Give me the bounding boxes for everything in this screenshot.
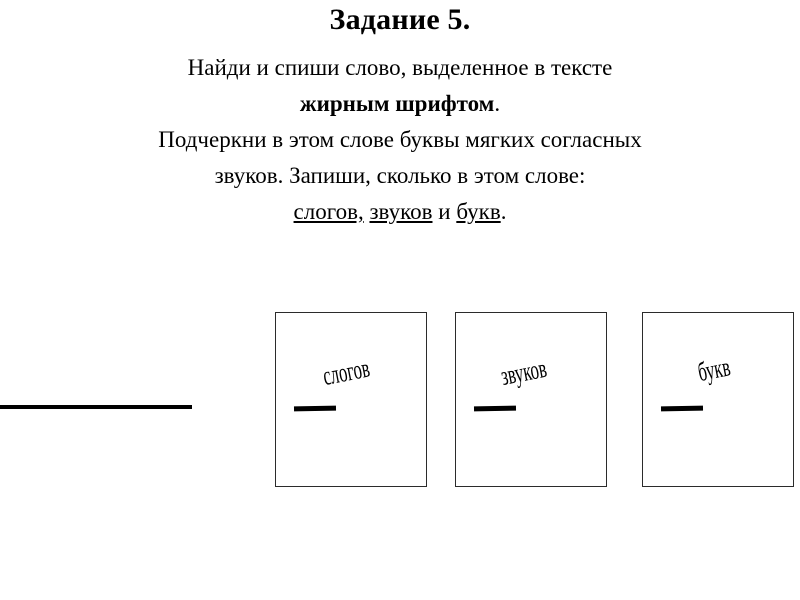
task-instructions: Найди и спиши слово, выделенное в тексте…: [30, 50, 770, 230]
instruction-line-1: Найди и спиши слово, выделенное в тексте: [187, 55, 613, 80]
answer-box-sounds[interactable]: звуков: [455, 312, 607, 487]
answer-write-line: [0, 405, 192, 409]
answer-box-letters[interactable]: букв: [642, 312, 794, 487]
answer-box-syllables[interactable]: слогов: [275, 312, 427, 487]
line-2-period: .: [494, 91, 501, 116]
blank-dash-icon: [293, 405, 337, 412]
answer-box-letters-inner: букв: [643, 313, 793, 486]
answer-box-letters-label: букв: [695, 351, 733, 387]
line-5-conjunction: и: [432, 199, 457, 224]
blank-dash-icon: [660, 405, 704, 412]
answer-box-sounds-label: звуков: [498, 352, 550, 391]
answer-box-sounds-inner: звуков: [456, 313, 606, 486]
page-title: Задание 5.: [329, 3, 471, 36]
underlined-term-slogov: слогов,: [293, 199, 364, 224]
instruction-line-4: звуков. Запиши, сколько в этом слове:: [214, 163, 586, 188]
answer-box-syllables-label: слогов: [320, 352, 373, 391]
underlined-term-zvukov: звуков: [369, 199, 433, 224]
bold-emphasis-text: жирным шрифтом: [299, 91, 495, 116]
instruction-line-2: жирным шрифтом.: [30, 86, 770, 122]
instruction-line-5: слогов, звуков и букв.: [30, 194, 770, 230]
line-5-period: .: [500, 199, 507, 224]
instruction-line-3: Подчеркни в этом слове буквы мягких согл…: [158, 127, 642, 152]
answer-box-syllables-inner: слогов: [276, 313, 426, 486]
underlined-term-bukv: букв: [456, 199, 501, 224]
blank-dash-icon: [473, 405, 517, 412]
